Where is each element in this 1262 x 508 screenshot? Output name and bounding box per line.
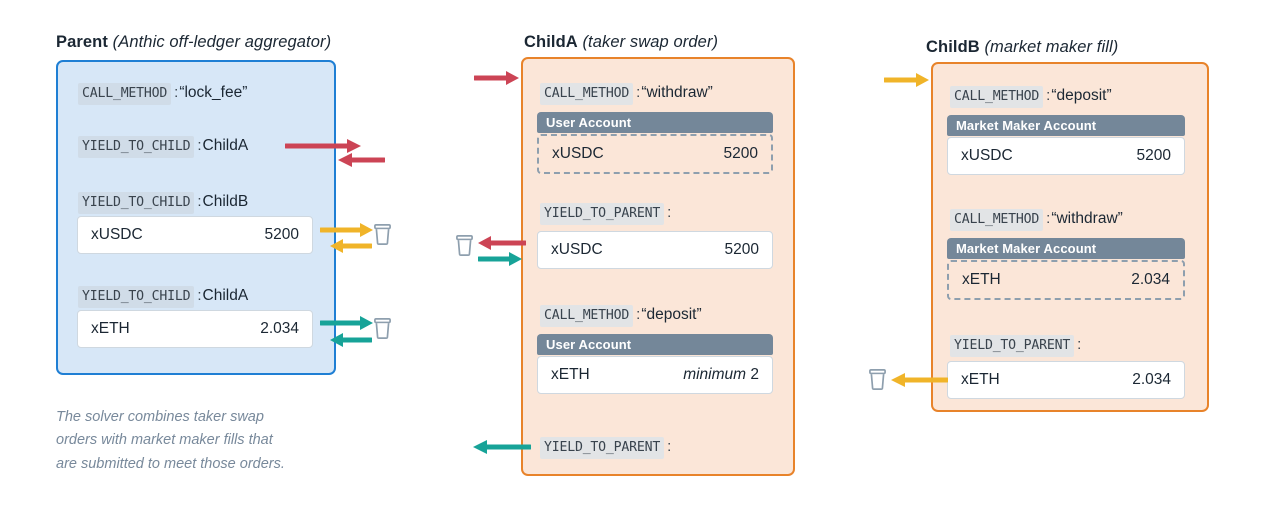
column-title-childb-italic: (market maker fill) xyxy=(984,38,1119,56)
childb-resource-symbol-1: xETH xyxy=(962,271,1001,288)
parent-keyword-1: YIELD_TO_CHILD xyxy=(78,136,195,158)
childa-sep-3: : xyxy=(667,438,672,455)
parent-instruction-3: YIELD_TO_CHILD:ChildA xyxy=(78,286,249,308)
parent-resource-amount-0: 5200 xyxy=(264,226,299,243)
childa-resource-amount-prefix: minimum xyxy=(683,366,747,383)
parent-sep-2: : xyxy=(197,193,202,210)
childa-keyword-3: YIELD_TO_PARENT xyxy=(540,437,665,459)
childb-sep-2: : xyxy=(1077,336,1082,353)
childa-resource-symbol-0: xUSDC xyxy=(552,145,604,162)
column-title-parent: Parent (Anthic off-ledger aggregator) xyxy=(56,33,331,52)
childa-resource-amount-2: minimum 2 xyxy=(683,366,759,384)
parent-instruction-2: YIELD_TO_CHILD:ChildB xyxy=(78,192,249,214)
parent-instruction-0: CALL_METHOD:“lock_fee” xyxy=(78,83,248,105)
childa-resource-symbol-2: xETH xyxy=(551,366,590,383)
childa-account-bar-0: User Account xyxy=(537,112,773,133)
childa-resource-symbol-1: xUSDC xyxy=(551,241,603,258)
childa-resource-amount-num: 2 xyxy=(750,366,759,383)
childa-instruction-2: CALL_METHOD:“deposit” xyxy=(540,305,702,327)
parent-value-0: “lock_fee” xyxy=(179,84,248,101)
parent-resource-symbol-0: xUSDC xyxy=(91,226,143,243)
parent-instruction-1: YIELD_TO_CHILD:ChildA xyxy=(78,136,249,158)
bucket-icon-parent-eth xyxy=(374,318,391,339)
childb-account-bar-0: Market Maker Account xyxy=(947,115,1185,136)
column-title-parent-bold: Parent xyxy=(56,33,108,51)
column-title-childb-bold: ChildB xyxy=(926,38,980,56)
parent-value-3: ChildA xyxy=(202,287,249,304)
bucket-icon-parent-usdc xyxy=(374,224,391,245)
parent-keyword-3: YIELD_TO_CHILD xyxy=(78,286,195,308)
childa-value-0: “withdraw” xyxy=(641,84,713,101)
childb-resource-symbol-2: xETH xyxy=(961,371,1000,388)
childa-instruction-3: YIELD_TO_PARENT: xyxy=(540,437,672,459)
parent-sep-3: : xyxy=(197,287,202,304)
childa-instruction-1: YIELD_TO_PARENT: xyxy=(540,203,672,225)
childa-resource-amount-0: 5200 xyxy=(723,145,758,162)
childa-value-2: “deposit” xyxy=(641,306,702,323)
bucket-icon-childb xyxy=(869,369,886,390)
childb-resource-yield-xeth: xETH 2.034 xyxy=(947,361,1185,399)
childa-keyword-1: YIELD_TO_PARENT xyxy=(540,203,665,225)
childa-keyword-0: CALL_METHOD xyxy=(540,83,634,105)
childb-sep-1: : xyxy=(1046,210,1051,227)
parent-resource-amount-1: 2.034 xyxy=(260,320,299,337)
childb-resource-amount-1: 2.034 xyxy=(1131,271,1170,288)
childb-resource-amount-0: 5200 xyxy=(1136,147,1171,164)
childb-instruction-1: CALL_METHOD:“withdraw” xyxy=(950,209,1123,231)
childb-instruction-0: CALL_METHOD:“deposit” xyxy=(950,86,1112,108)
childa-resource-yield-xusdc: xUSDC 5200 xyxy=(537,231,773,269)
parent-value-1: ChildA xyxy=(202,137,249,154)
parent-resource-xusdc: xUSDC 5200 xyxy=(77,216,313,254)
childb-resource-symbol-0: xUSDC xyxy=(961,147,1013,164)
column-title-childa: ChildA (taker swap order) xyxy=(524,33,718,52)
parent-sep-1: : xyxy=(197,137,202,154)
childa-sep-2: : xyxy=(636,306,641,323)
parent-resource-xeth: xETH 2.034 xyxy=(77,310,313,348)
childa-resource-amount-1: 5200 xyxy=(724,241,759,258)
childb-value-1: “withdraw” xyxy=(1051,210,1123,227)
childb-instruction-2: YIELD_TO_PARENT: xyxy=(950,335,1082,357)
bucket-icon-childa xyxy=(456,235,473,256)
childa-resource-withdraw: xUSDC 5200 xyxy=(537,134,773,174)
childb-resource-withdraw-xeth: xETH 2.034 xyxy=(947,260,1185,300)
childb-value-0: “deposit” xyxy=(1051,87,1112,104)
column-title-childa-bold: ChildA xyxy=(524,33,578,51)
column-title-childa-italic: (taker swap order) xyxy=(582,33,719,51)
childa-resource-deposit-xeth: xETH minimum 2 xyxy=(537,356,773,394)
childb-keyword-1: CALL_METHOD xyxy=(950,209,1044,231)
childa-sep-0: : xyxy=(636,84,641,101)
childb-account-bar-1: Market Maker Account xyxy=(947,238,1185,259)
parent-keyword-2: YIELD_TO_CHILD xyxy=(78,192,195,214)
childb-sep-0: : xyxy=(1046,87,1051,104)
parent-value-2: ChildB xyxy=(202,193,249,210)
childa-instruction-0: CALL_METHOD:“withdraw” xyxy=(540,83,713,105)
parent-resource-symbol-1: xETH xyxy=(91,320,130,337)
childa-sep-1: : xyxy=(667,204,672,221)
childa-account-bar-1: User Account xyxy=(537,334,773,355)
column-title-parent-italic: (Anthic off-ledger aggregator) xyxy=(112,33,332,51)
childb-resource-deposit-xusdc: xUSDC 5200 xyxy=(947,137,1185,175)
caption-text: The solver combines taker swap orders wi… xyxy=(56,409,285,472)
column-title-childb: ChildB (market maker fill) xyxy=(926,38,1118,57)
parent-keyword-0: CALL_METHOD xyxy=(78,83,172,105)
childb-keyword-2: YIELD_TO_PARENT xyxy=(950,335,1075,357)
childb-keyword-0: CALL_METHOD xyxy=(950,86,1044,108)
childa-keyword-2: CALL_METHOD xyxy=(540,305,634,327)
childb-resource-amount-2: 2.034 xyxy=(1132,371,1171,388)
parent-sep-0: : xyxy=(174,84,179,101)
